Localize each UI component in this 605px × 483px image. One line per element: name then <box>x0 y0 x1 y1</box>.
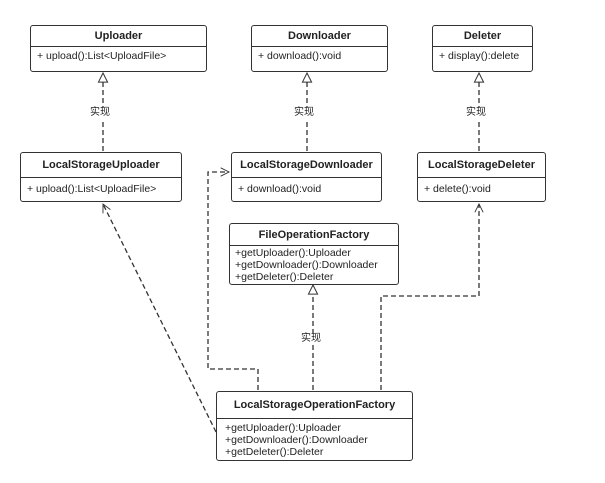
deleter-interface-name: Deleter <box>433 26 532 47</box>
dependency-to-uploader-arrow <box>102 204 217 433</box>
realization-label-uploader: 实现 <box>88 107 112 119</box>
downloader-method: + download():void <box>258 50 342 62</box>
uploader-method: + upload():List<UploadFile> <box>37 50 167 62</box>
file-operation-factory-methods: +getUploader():Uploader +getDownloader()… <box>230 246 398 283</box>
local-storage-operation-factory-method: +getDeleter():Deleter <box>225 446 324 458</box>
local-storage-downloader-class-name: LocalStorageDownloader <box>232 153 381 178</box>
deleter-methods: + display():delete <box>433 47 532 62</box>
local-storage-downloader-class-box: LocalStorageDownloader + download():void <box>231 152 382 202</box>
local-storage-deleter-class-name: LocalStorageDeleter <box>418 153 545 178</box>
local-storage-operation-factory-method: +getDownloader():Downloader <box>225 434 368 446</box>
local-storage-operation-factory-method: +getUploader():Uploader <box>225 422 341 434</box>
dependency-to-downloader-arrow <box>207 172 259 390</box>
file-operation-factory-method: +getDownloader():Downloader <box>235 259 378 271</box>
local-storage-deleter-class-box: LocalStorageDeleter + delete():void <box>417 152 546 202</box>
realization-label-downloader: 实现 <box>292 107 316 119</box>
realization-label-deleter: 实现 <box>464 107 488 119</box>
local-storage-uploader-methods: + upload():List<UploadFile> <box>21 178 181 195</box>
uploader-methods: + upload():List<UploadFile> <box>31 47 206 62</box>
downloader-interface-name: Downloader <box>252 26 387 47</box>
local-storage-downloader-methods: + download():void <box>232 178 381 195</box>
local-storage-deleter-method: + delete():void <box>424 183 491 195</box>
uploader-interface-name: Uploader <box>31 26 206 47</box>
realization-label-factory: 实现 <box>299 333 323 345</box>
local-storage-uploader-method: + upload():List<UploadFile> <box>27 183 157 195</box>
deleter-interface-box: Deleter + display():delete <box>432 25 533 72</box>
downloader-interface-box: Downloader + download():void <box>251 25 388 72</box>
deleter-method: + display():delete <box>439 50 520 62</box>
file-operation-factory-method: +getDeleter():Deleter <box>235 271 334 283</box>
local-storage-downloader-method: + download():void <box>238 183 322 195</box>
local-storage-operation-factory-name: LocalStorageOperationFactory <box>217 392 412 419</box>
file-operation-factory-name: FileOperationFactory <box>230 224 398 246</box>
local-storage-uploader-class-name: LocalStorageUploader <box>21 153 181 178</box>
file-operation-factory-box: FileOperationFactory +getUploader():Uplo… <box>229 223 399 285</box>
uploader-interface-box: Uploader + upload():List<UploadFile> <box>30 25 207 72</box>
local-storage-operation-factory-box: LocalStorageOperationFactory +getUploade… <box>216 391 413 461</box>
file-operation-factory-method: +getUploader():Uploader <box>235 247 351 259</box>
local-storage-operation-factory-methods: +getUploader():Uploader +getDownloader()… <box>217 419 412 458</box>
downloader-methods: + download():void <box>252 47 387 62</box>
local-storage-uploader-class-box: LocalStorageUploader + upload():List<Upl… <box>20 152 182 202</box>
local-storage-deleter-methods: + delete():void <box>418 178 545 195</box>
